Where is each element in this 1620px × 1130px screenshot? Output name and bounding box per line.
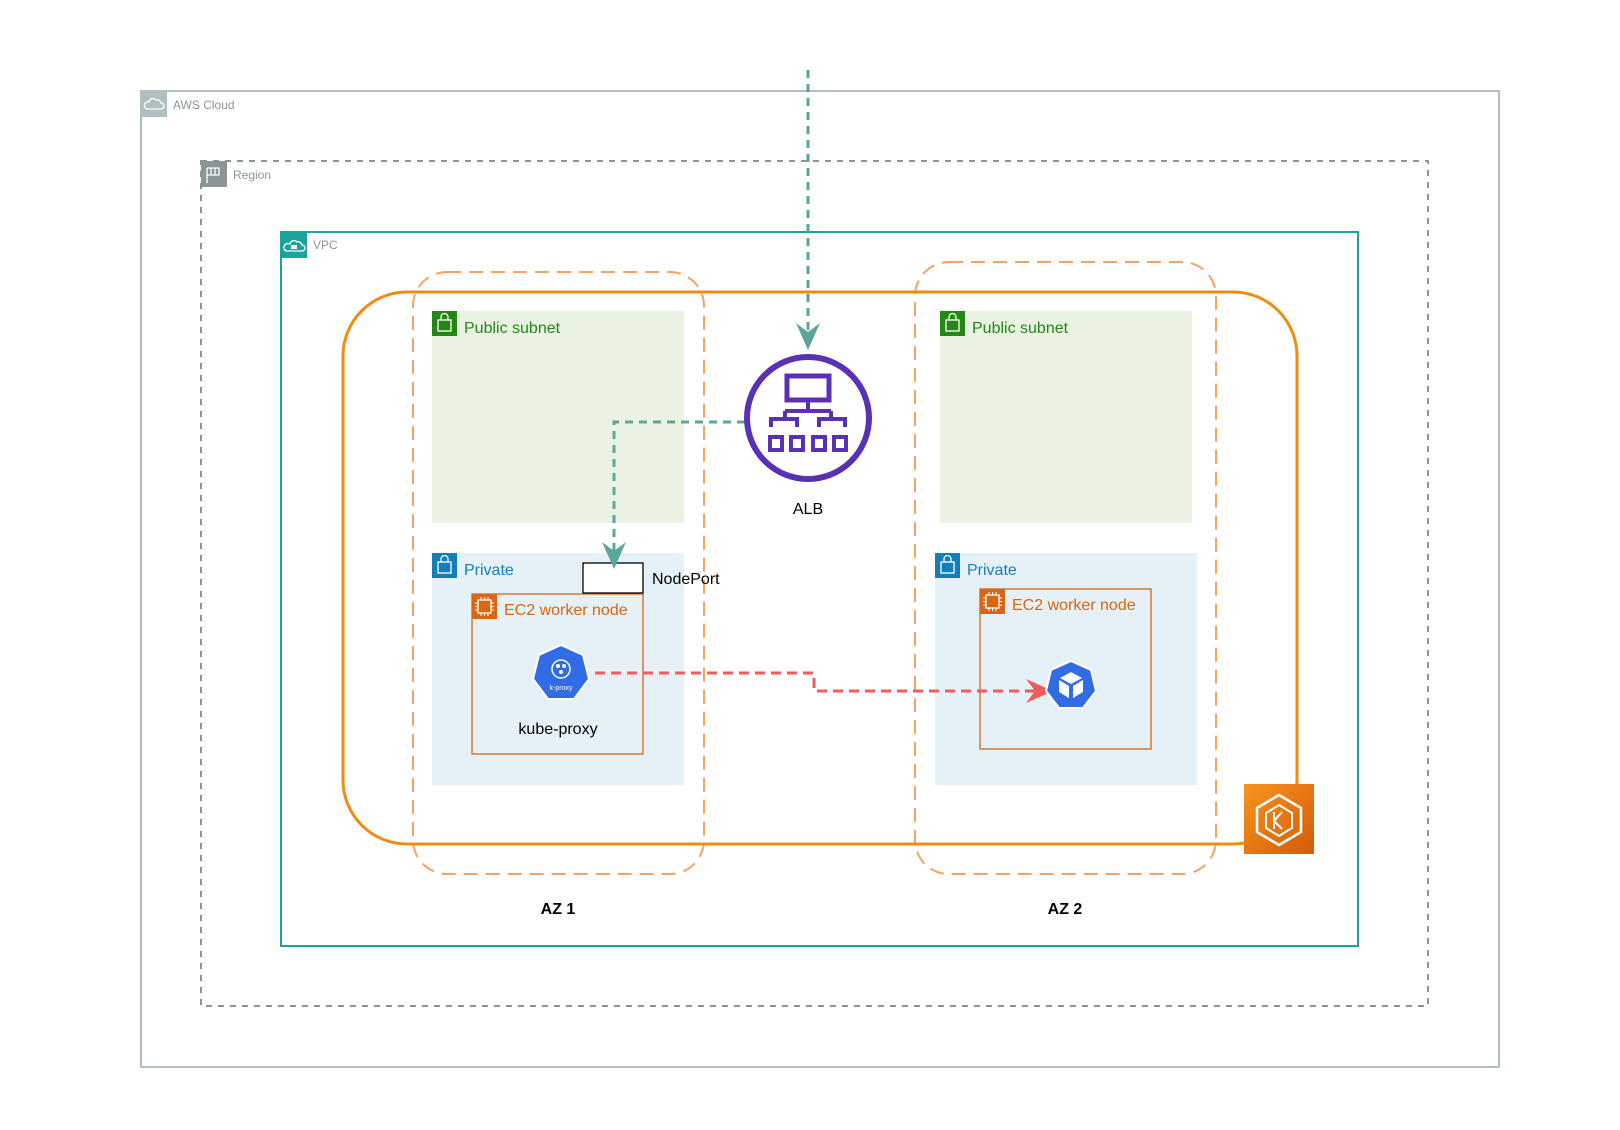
kubernetes-kproxy-icon: k-proxy xyxy=(531,643,591,700)
nodeport-box xyxy=(582,562,644,594)
padlock-icon xyxy=(432,311,457,336)
aws-cloud-label: AWS Cloud xyxy=(173,98,235,112)
region-group: Region xyxy=(200,160,1429,1007)
kube-proxy-label: kube-proxy xyxy=(518,721,597,738)
alb-label: ALB xyxy=(793,501,823,518)
az2-ec2-worker-node: EC2 worker node xyxy=(979,588,1152,750)
az1-label: AZ 1 xyxy=(541,901,576,918)
az1-boundary xyxy=(412,271,705,875)
ec2-label: EC2 worker node xyxy=(1012,597,1136,614)
ec2-label: EC2 worker node xyxy=(504,602,628,619)
az1-public-subnet: Public subnet xyxy=(432,311,684,523)
vpc-cloud-lock-icon xyxy=(281,232,307,258)
kube-proxy-badge: k-proxy xyxy=(550,685,573,692)
az2-public-subnet: Public subnet xyxy=(940,311,1192,523)
padlock-icon xyxy=(935,553,960,578)
flag-icon xyxy=(201,161,227,187)
az2-label: AZ 2 xyxy=(1048,901,1083,918)
load-balancer-icon xyxy=(744,354,872,482)
vpc-label: VPC xyxy=(313,238,338,252)
padlock-icon xyxy=(940,311,965,336)
eks-cluster-boundary xyxy=(341,290,1299,846)
vpc-group: VPC xyxy=(280,231,1359,947)
cloud-icon xyxy=(141,91,167,117)
padlock-icon xyxy=(432,553,457,578)
aws-cloud-group: AWS Cloud xyxy=(140,90,1500,1068)
nodeport-label: NodePort xyxy=(652,571,720,588)
alb-to-nodeport-arrow xyxy=(602,420,745,569)
az2-boundary xyxy=(914,261,1217,875)
chip-icon xyxy=(472,594,497,619)
public-subnet-label: Public subnet xyxy=(972,320,1069,337)
private-subnet-label: Private xyxy=(967,562,1017,579)
public-subnet-label: Public subnet xyxy=(464,320,561,337)
az1-ec2-worker-node: EC2 worker node xyxy=(471,593,644,755)
kubernetes-pod-cube-icon xyxy=(1044,659,1098,709)
eks-icon xyxy=(1244,784,1314,854)
region-label: Region xyxy=(233,168,271,182)
chip-icon xyxy=(980,589,1005,614)
private-subnet-label: Private xyxy=(464,562,514,579)
kube-proxy-to-pod-arrow xyxy=(595,671,1053,703)
